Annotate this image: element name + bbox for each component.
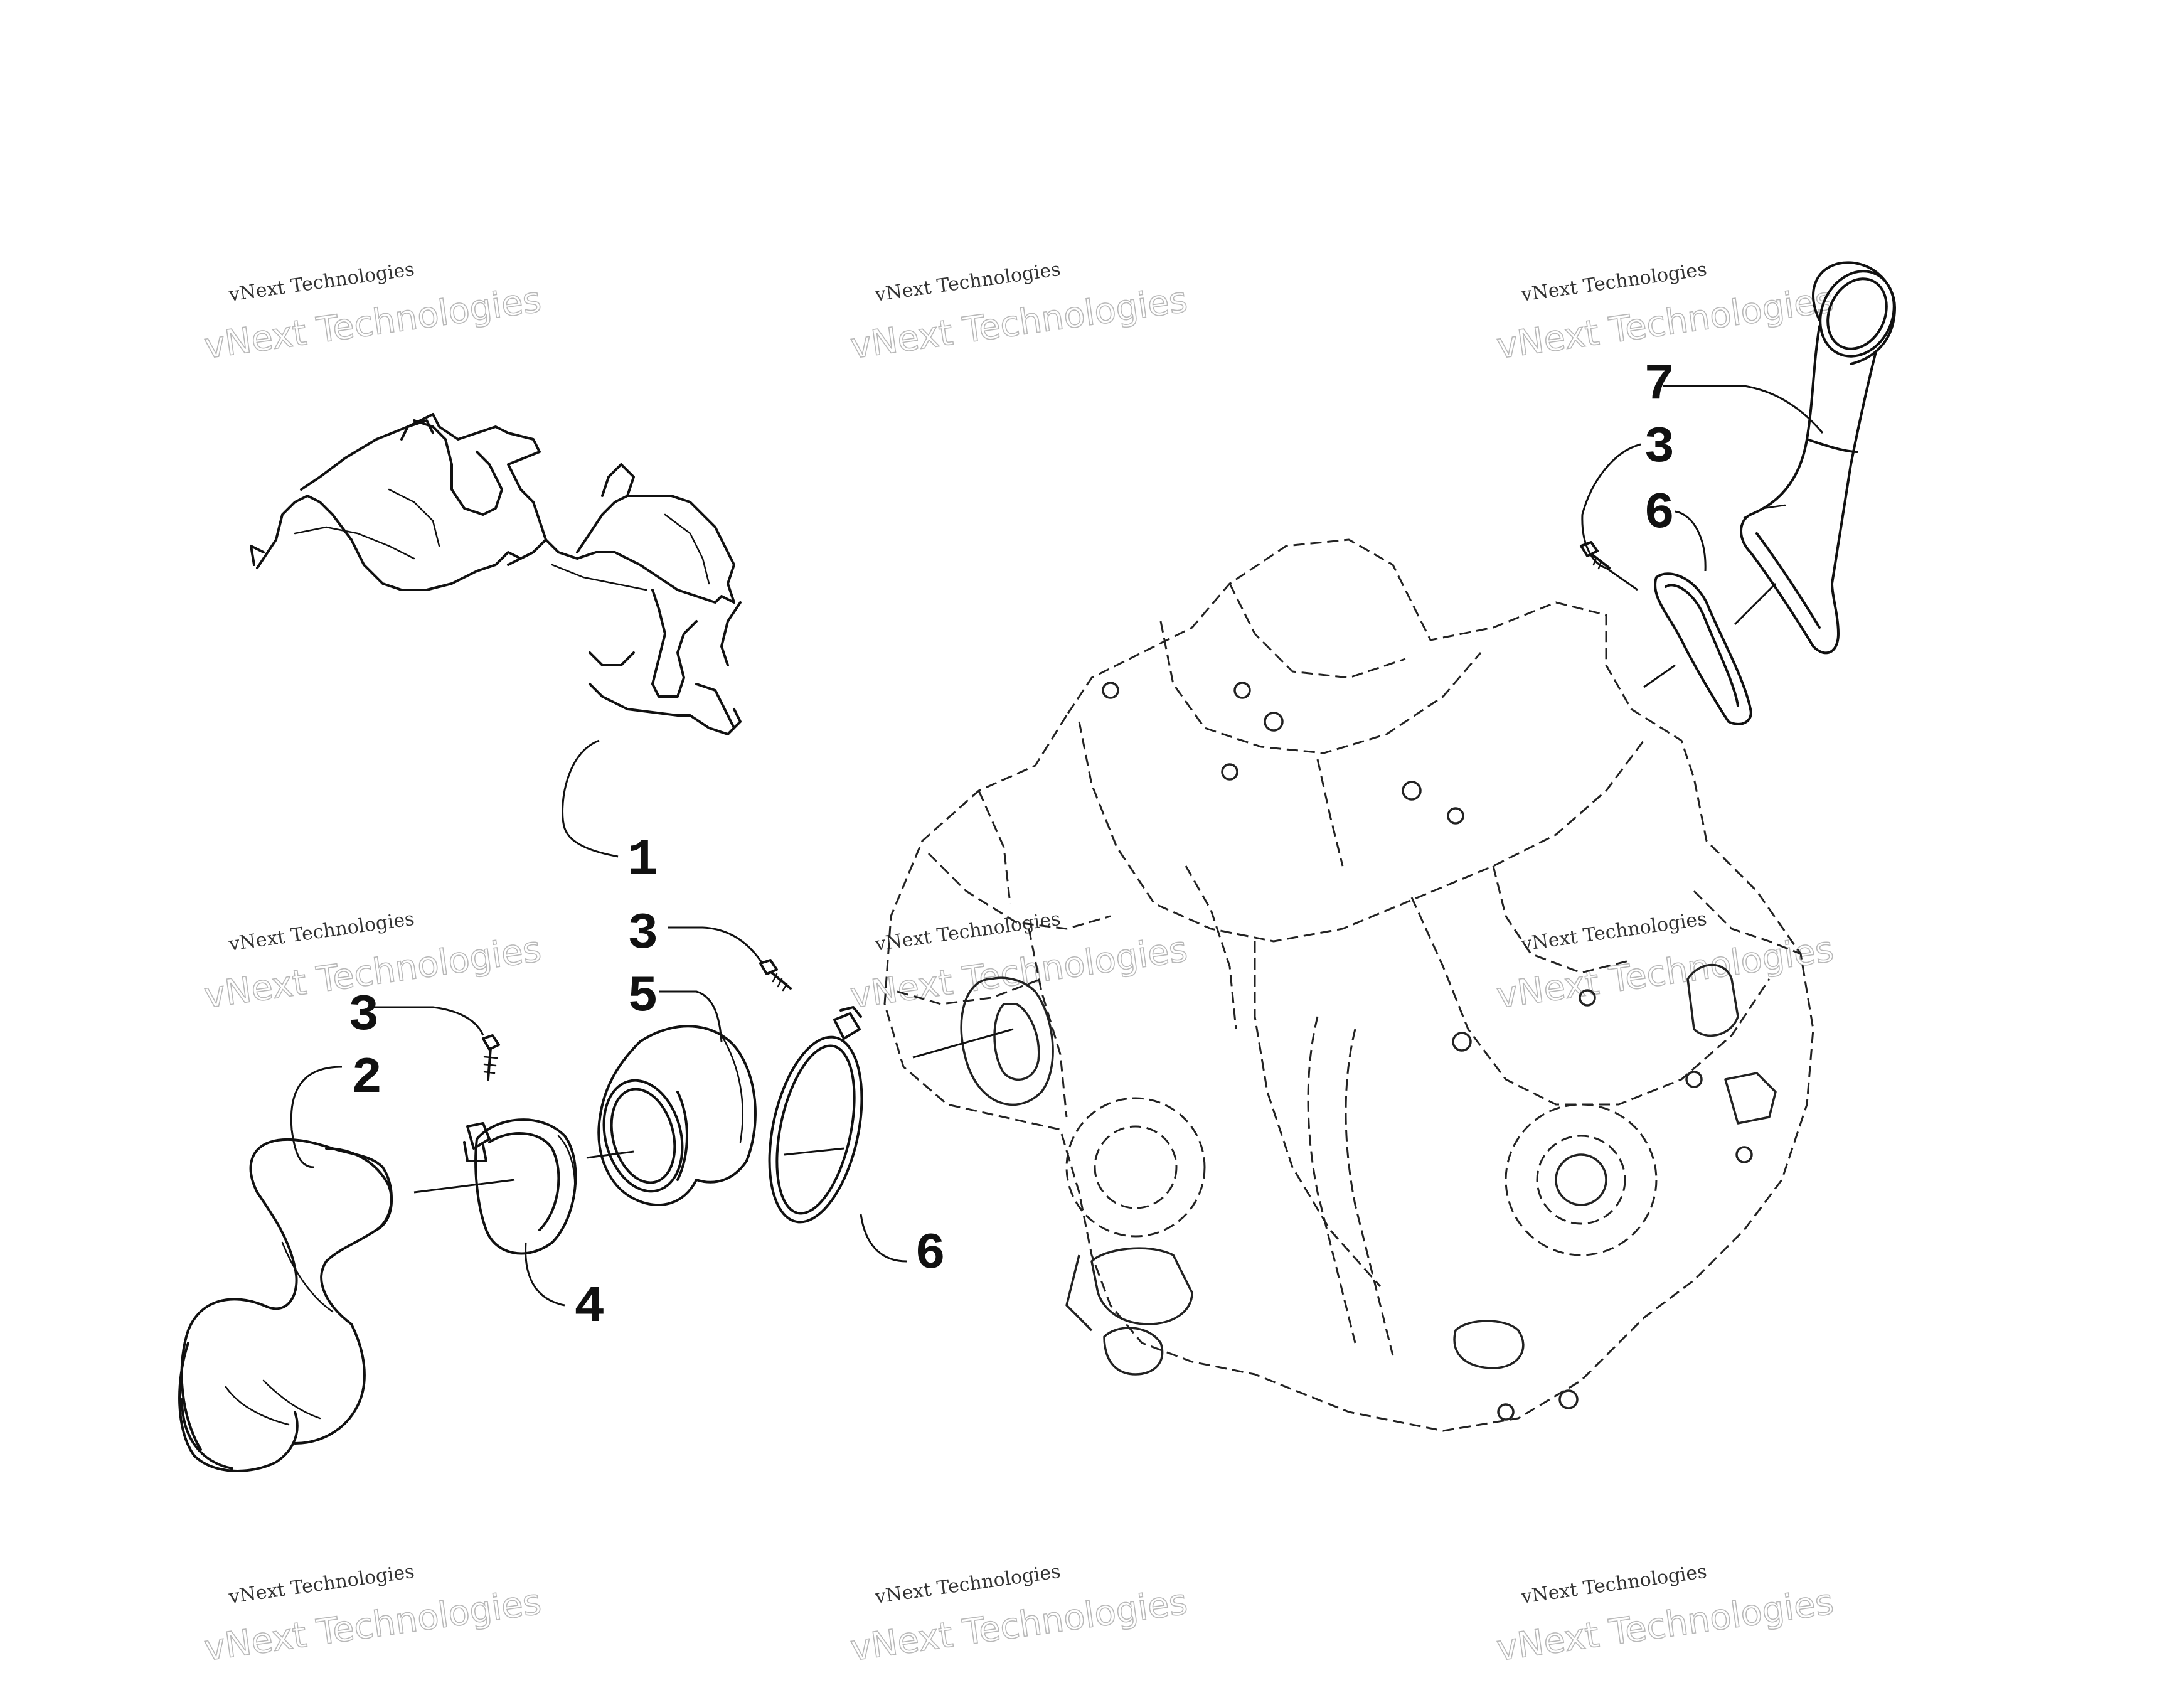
leader-6b xyxy=(1675,510,1707,572)
alignment-line xyxy=(1643,664,1676,688)
callout-6: 6 xyxy=(1644,484,1675,543)
alignment-line xyxy=(912,1028,1014,1059)
watermark: vNext Technologies vNext Technologies xyxy=(848,1561,1191,1670)
watermark: vNext Technologies vNext Technologies xyxy=(848,908,1191,1017)
watermark-text: vNext Technologies xyxy=(1520,259,1708,306)
watermark-text: vNext Technologies xyxy=(227,908,416,956)
part-1-air-duct xyxy=(250,413,742,735)
watermark-text: vNext Technologies xyxy=(873,1561,1062,1608)
watermark-layer: vNext Technologies vNext Technologies vN… xyxy=(201,259,1837,1670)
watermark-text: vNext Technologies xyxy=(227,259,416,306)
part-4-clamp xyxy=(463,1118,577,1255)
watermark: vNext Technologies vNext Technologies xyxy=(1494,1561,1837,1670)
callout-7: 7 xyxy=(1644,356,1675,414)
watermark: vNext Technologies vNext Technologies xyxy=(1494,259,1837,368)
leader-3a xyxy=(373,1006,484,1036)
alignment-line xyxy=(413,1179,515,1194)
callout-3: 3 xyxy=(627,905,658,963)
leader-6a xyxy=(860,1214,907,1263)
watermark-text: vNext Technologies xyxy=(1520,908,1708,956)
callout-labels: 1 2 3 3 3 4 5 6 6 7 xyxy=(348,356,1675,1337)
watermark: vNext Technologies vNext Technologies xyxy=(201,1561,545,1670)
part-6-clamp xyxy=(768,1006,863,1224)
watermark: vNext Technologies vNext Technologies xyxy=(848,259,1191,368)
callout-3: 3 xyxy=(1644,419,1675,477)
part-3-screw xyxy=(1580,541,1611,570)
leader-3b xyxy=(668,926,764,964)
part-3-screw xyxy=(482,1034,500,1081)
leader-2 xyxy=(290,1066,343,1168)
callout-3: 3 xyxy=(348,987,379,1045)
leader-7 xyxy=(1663,385,1824,434)
alignment-line xyxy=(1734,582,1777,626)
part-3-screw xyxy=(759,959,792,992)
callout-5: 5 xyxy=(627,968,658,1026)
leader-5 xyxy=(659,990,723,1042)
part-6-clamp xyxy=(1654,572,1752,725)
leader-4 xyxy=(525,1242,565,1307)
alignment-line xyxy=(586,1150,634,1159)
part-7-intake-tube xyxy=(1740,261,1896,655)
watermark-text: vNext Technologies xyxy=(227,1561,416,1608)
leader-1 xyxy=(562,739,619,858)
callout-1: 1 xyxy=(627,831,658,889)
watermark: vNext Technologies vNext Technologies xyxy=(201,259,545,368)
leader-3c xyxy=(1581,443,1641,569)
leader-lines xyxy=(290,385,1824,1307)
alignment-line xyxy=(784,1147,844,1156)
watermark-text: vNext Technologies xyxy=(873,259,1062,306)
callout-4: 4 xyxy=(574,1278,605,1337)
part-2-intake-hose xyxy=(178,1138,393,1472)
watermark: vNext Technologies vNext Technologies xyxy=(1494,908,1837,1017)
callout-2: 2 xyxy=(351,1049,382,1108)
part-5-intake-boot xyxy=(597,1025,757,1206)
watermark-text: vNext Technologies xyxy=(1520,1561,1708,1608)
alignment-line xyxy=(1606,567,1638,591)
callout-6: 6 xyxy=(915,1225,946,1283)
engine-assembly xyxy=(883,538,1814,1432)
